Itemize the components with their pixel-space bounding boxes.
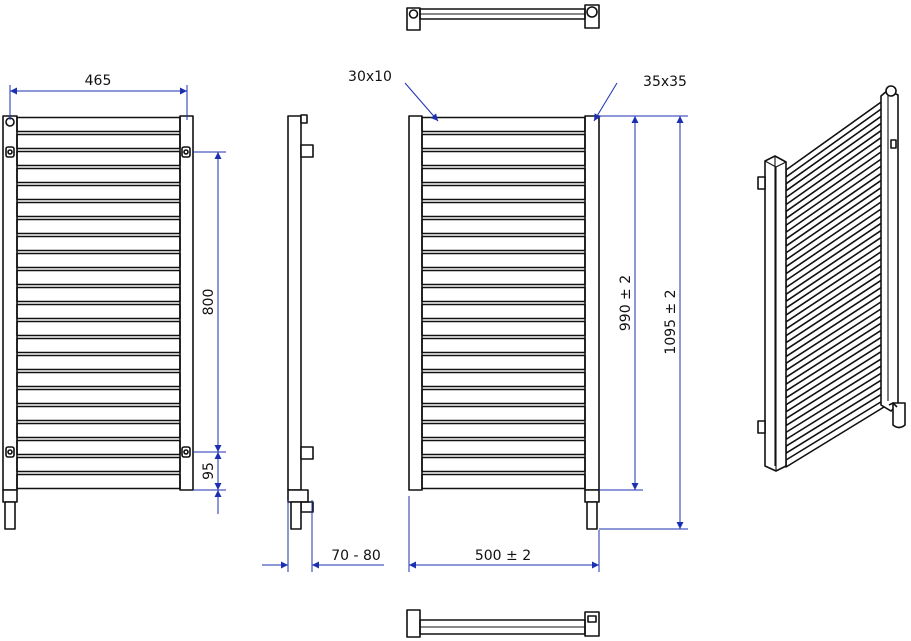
rung — [421, 422, 586, 439]
mounting-bracket-icon — [5, 117, 191, 458]
rung — [16, 167, 181, 184]
dim-front-width: 465 — [85, 73, 112, 89]
rung — [16, 133, 181, 150]
rung — [421, 320, 586, 337]
rung — [16, 320, 181, 337]
right-post — [584, 115, 600, 491]
left-post — [2, 115, 18, 491]
valve-icon — [287, 489, 314, 530]
rung — [421, 150, 586, 167]
rungs — [785, 99, 885, 468]
rung — [421, 269, 586, 286]
rung — [16, 354, 181, 371]
rung — [421, 473, 586, 490]
rung — [16, 286, 181, 303]
rung — [421, 337, 586, 354]
rung — [421, 116, 586, 133]
dim-bottom-bracket: 95 — [201, 462, 217, 480]
rung — [16, 252, 181, 269]
rung — [16, 303, 181, 320]
rung — [421, 303, 586, 320]
rung — [16, 184, 181, 201]
bottom-view — [406, 609, 600, 638]
rungs — [421, 116, 586, 490]
dim-overall-height: 1095 ± 2 — [663, 289, 679, 354]
rung — [16, 422, 181, 439]
rung — [421, 371, 586, 388]
dim-bracket-spacing: 800 — [201, 289, 217, 316]
rung — [421, 286, 586, 303]
rung — [16, 405, 181, 422]
rung — [421, 201, 586, 218]
rung — [785, 213, 885, 289]
rung — [421, 354, 586, 371]
top-view — [406, 4, 600, 31]
rung — [421, 439, 586, 456]
dim-body-height: 990 ± 2 — [618, 275, 634, 331]
rung — [16, 337, 181, 354]
dim-wall-clearance: 70 - 80 — [331, 548, 381, 564]
right-post — [179, 115, 194, 491]
rung — [421, 184, 586, 201]
rung — [421, 218, 586, 235]
front-view-mounting: 465 800 95 — [2, 73, 226, 530]
rung — [16, 439, 181, 456]
front-view: 30x10 35x35 500 ± 2 990 ± 2 1095 ± 2 — [348, 69, 688, 572]
dim-overall-width: 500 ± 2 — [475, 548, 531, 564]
valve-icon — [2, 489, 18, 530]
rung — [16, 201, 181, 218]
label-post-profile: 35x35 — [643, 74, 687, 90]
rung — [16, 150, 181, 167]
rungs — [16, 116, 181, 490]
isometric-view — [757, 85, 906, 472]
rung — [16, 473, 181, 490]
rung — [421, 235, 586, 252]
left-post — [408, 115, 423, 491]
rung — [421, 388, 586, 405]
rung — [421, 405, 586, 422]
rung — [16, 218, 181, 235]
rung — [421, 252, 586, 269]
label-rung-profile: 30x10 — [348, 69, 392, 85]
rung — [16, 269, 181, 286]
rung — [16, 456, 181, 473]
rung — [16, 388, 181, 405]
rung — [421, 133, 586, 150]
rung — [421, 456, 586, 473]
side-view: 70 - 80 — [262, 114, 384, 572]
rung — [16, 235, 181, 252]
rung — [16, 116, 181, 133]
rung — [16, 371, 181, 388]
valve-icon — [584, 489, 600, 530]
rung — [421, 167, 586, 184]
side-post — [287, 115, 302, 491]
